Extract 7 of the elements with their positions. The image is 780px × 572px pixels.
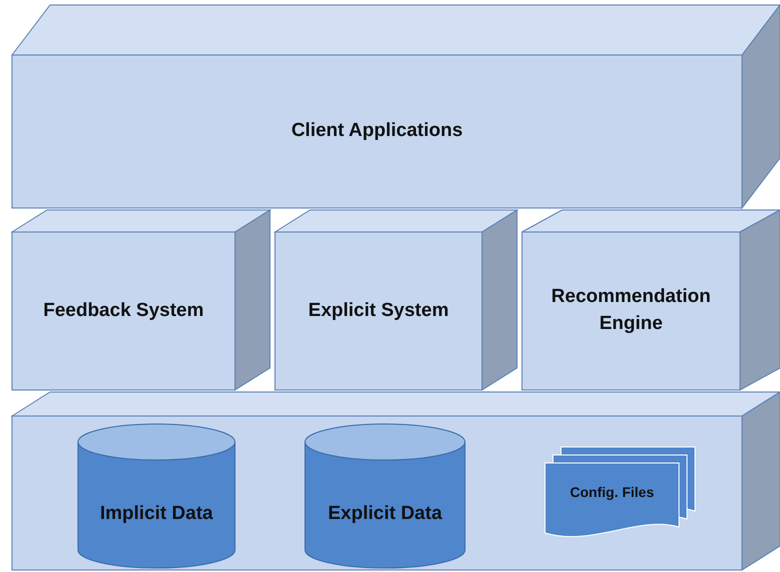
block-label: Client Applications bbox=[290, 119, 464, 144]
block-label: Explicit System bbox=[307, 298, 450, 323]
block-label: Recommendation Engine bbox=[550, 285, 712, 336]
node-label: Implicit Data bbox=[99, 502, 214, 526]
node-label: Explicit Data bbox=[326, 502, 444, 526]
block-label: Feedback System bbox=[42, 298, 205, 323]
node-label: Config. Files bbox=[569, 483, 655, 502]
